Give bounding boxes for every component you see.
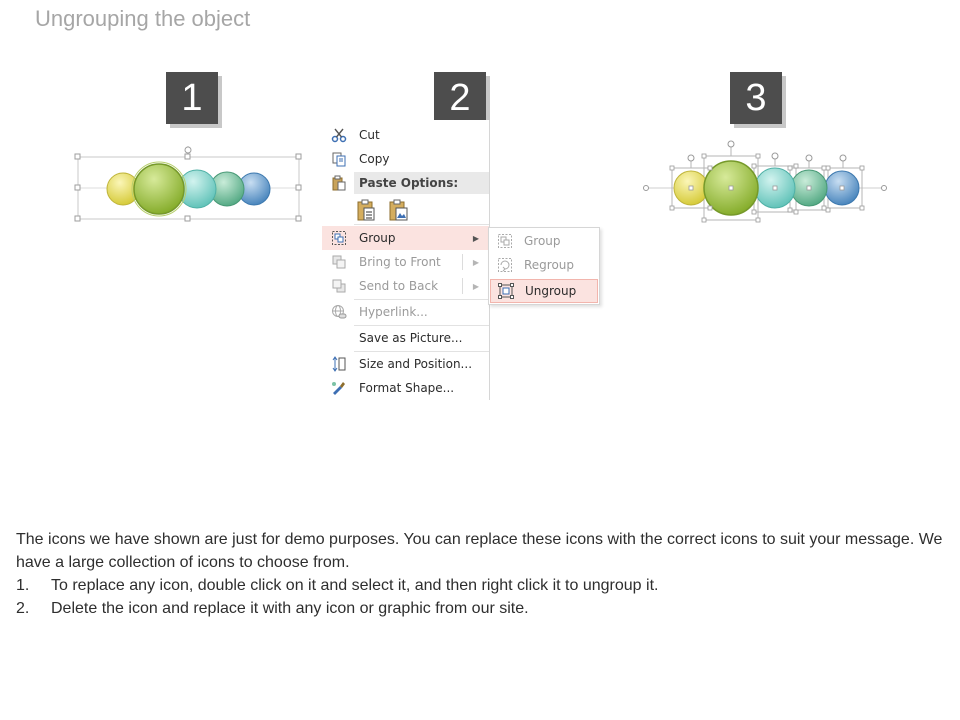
group-submenu: Group Regroup Ungroup xyxy=(488,227,600,305)
menu-label-size-and-position: Size and Position... xyxy=(359,357,473,371)
submenu-arrow-icon: ▶ xyxy=(472,233,479,243)
submenu-arrow-icon: ▶ xyxy=(472,257,479,267)
instruction-step-text: To replace any icon, double click on it … xyxy=(51,577,659,594)
submenu-item-ungroup[interactable]: Ungroup xyxy=(490,279,598,303)
menu-item-bring-to-front[interactable]: Bring to Front ▶ xyxy=(322,250,489,274)
regroup-icon xyxy=(495,256,515,274)
instructions-intro: The icons we have shown are just for dem… xyxy=(16,531,943,571)
group-icon xyxy=(495,232,515,250)
menu-label-bring-to-front: Bring to Front xyxy=(359,255,441,269)
submenu-label-group: Group xyxy=(524,234,561,248)
instruction-step-1: 1. To replace any icon, double click on i… xyxy=(16,574,951,597)
instruction-step-text: Delete the icon and replace it with any … xyxy=(51,600,529,617)
submenu-item-group[interactable]: Group xyxy=(490,229,598,253)
paste-options-header: Paste Options: xyxy=(354,172,489,194)
menu-item-save-as-picture[interactable]: Save as Picture... xyxy=(322,326,489,350)
menu-item-size-and-position[interactable]: Size and Position... xyxy=(322,352,489,376)
menu-item-format-shape[interactable]: Format Shape... xyxy=(322,376,489,400)
context-menu: Cut Copy Paste Options: Group ▶ Bring to… xyxy=(322,120,490,400)
step-badge-3: 3 xyxy=(730,72,782,124)
hyperlink-icon xyxy=(328,303,350,321)
slide-title: Ungrouping the object xyxy=(35,6,251,31)
paste-icon xyxy=(328,174,350,192)
instruction-step-number: 1. xyxy=(16,577,30,594)
submenu-item-regroup[interactable]: Regroup xyxy=(490,253,598,277)
menu-item-group[interactable]: Group ▶ xyxy=(322,226,489,250)
format-shape-icon xyxy=(328,379,350,397)
grouped-circles-graphic[interactable] xyxy=(70,140,310,230)
menu-label-format-shape: Format Shape... xyxy=(359,381,455,395)
menu-item-cut[interactable]: Cut xyxy=(322,123,489,147)
scissors-icon xyxy=(328,126,350,144)
paste-keep-formatting-icon[interactable] xyxy=(356,198,378,225)
ungrouped-circles-graphic[interactable] xyxy=(640,136,890,236)
bring-to-front-icon xyxy=(328,253,350,271)
menu-item-copy[interactable]: Copy xyxy=(322,147,489,171)
menu-label-hyperlink: Hyperlink... xyxy=(359,305,428,319)
menu-label-save-as-picture: Save as Picture... xyxy=(359,331,463,345)
menu-item-hyperlink[interactable]: Hyperlink... xyxy=(322,300,489,324)
instruction-step-2: 2. Delete the icon and replace it with an… xyxy=(16,597,951,620)
submenu-label-ungroup: Ungroup xyxy=(525,284,577,298)
menu-item-send-to-back[interactable]: Send to Back ▶ xyxy=(322,274,489,298)
step-badge-2: 2 xyxy=(434,72,486,124)
group-icon xyxy=(328,229,350,247)
submenu-label-regroup: Regroup xyxy=(524,258,575,272)
instruction-step-number: 2. xyxy=(16,600,30,617)
copy-icon xyxy=(328,150,350,168)
menu-label-send-to-back: Send to Back xyxy=(359,279,439,293)
instructions-text: The icons we have shown are just for dem… xyxy=(16,528,951,620)
submenu-arrow-icon: ▶ xyxy=(472,281,479,291)
green-circle[interactable] xyxy=(133,163,185,215)
ungroup-icon xyxy=(496,282,516,300)
menu-label-group: Group xyxy=(359,231,396,245)
send-to-back-icon xyxy=(328,277,350,295)
step-badge-1: 1 xyxy=(166,72,218,124)
menu-label-copy: Copy xyxy=(359,152,390,166)
paste-picture-icon[interactable] xyxy=(388,198,410,225)
size-position-icon xyxy=(328,355,350,373)
menu-label-cut: Cut xyxy=(359,128,380,142)
